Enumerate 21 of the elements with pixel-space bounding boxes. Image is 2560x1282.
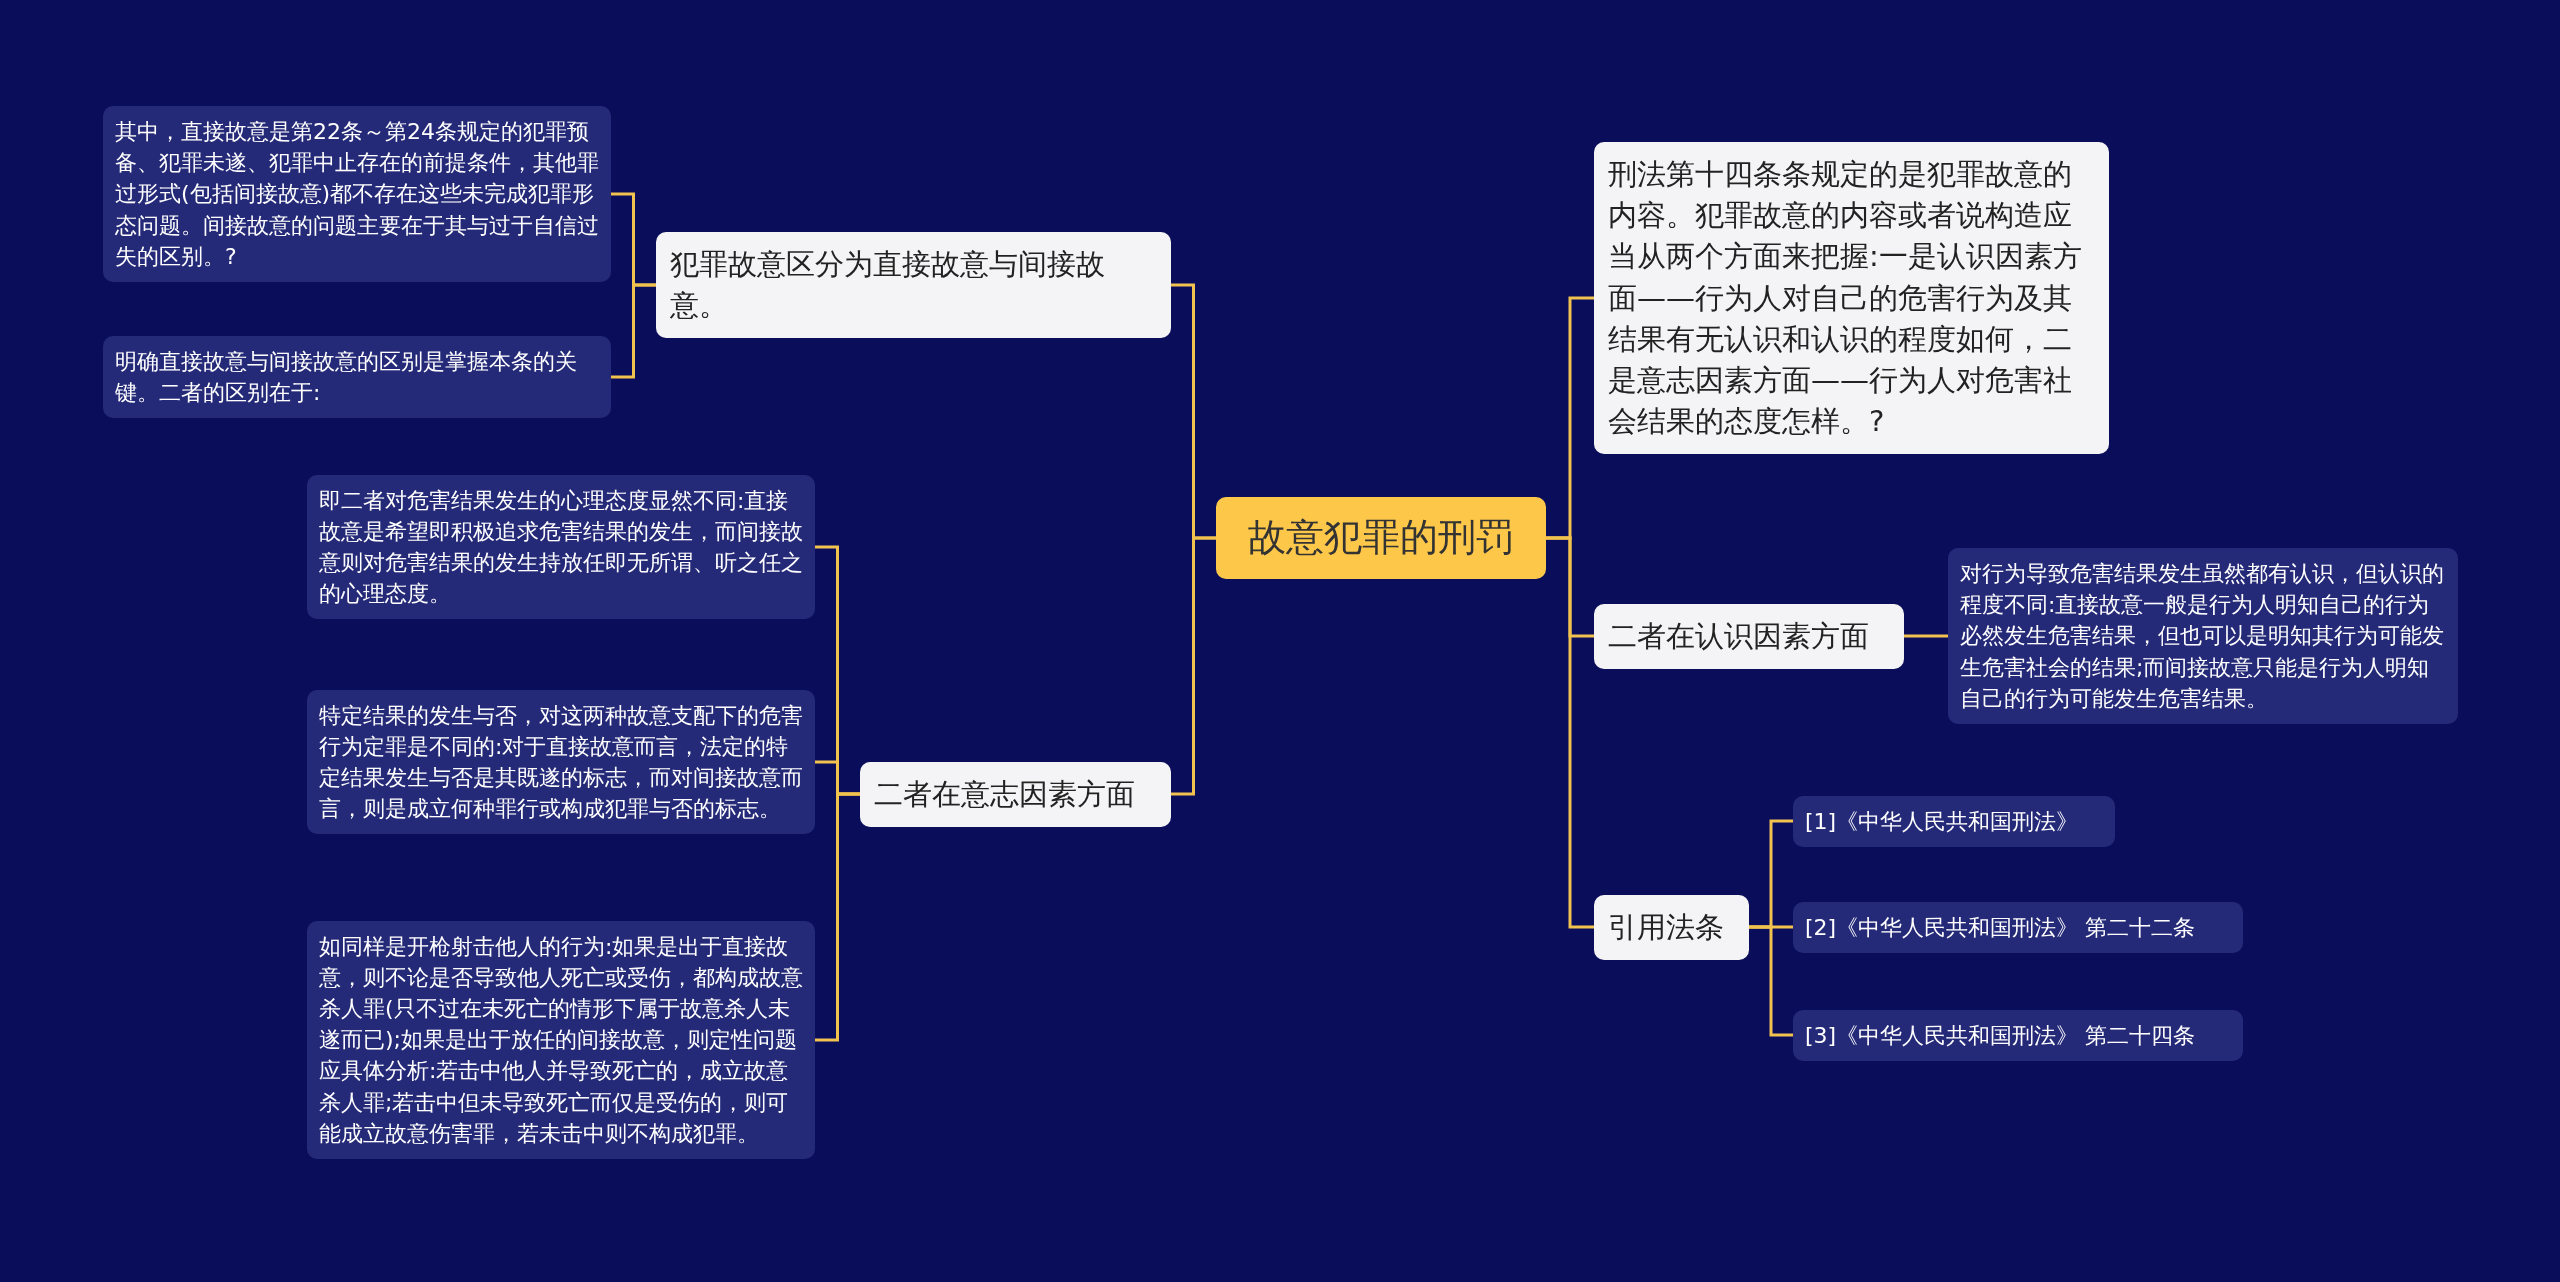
connector-line bbox=[1904, 634, 1948, 638]
topic-box: 引用法条 bbox=[1594, 894, 1749, 960]
note-box: 其中，直接故意是第22条～第24条规定的犯罪预备、犯罪未遂、犯罪中止存在的前提条件，其他罪过形式(包括间接故意)都不存在这些未完成犯罪形态问题。间接故意的问题主要在于其与过于自信过失的区别。? bbox=[103, 106, 611, 283]
topic-box: 二者在意志因素方面 bbox=[860, 761, 1171, 827]
note-box: 特定结果的发生与否，对这两种故意支配下的危害行为定罪是不同的:对于直接故意而言，法定的特定结果发生与否是其既遂的标志，而对间接故意而言，则是成立何种罪行或构成犯罪与否的标志。 bbox=[307, 689, 815, 835]
note-box: [3]《中华人民共和国刑法》 第二十四条 bbox=[1793, 1009, 2243, 1061]
note-box: [2]《中华人民共和国刑法》 第二十二条 bbox=[1793, 901, 2243, 953]
connector-line bbox=[1749, 925, 1793, 1037]
note-box: [1]《中华人民共和国刑法》 bbox=[1793, 795, 2115, 847]
connector-line bbox=[1546, 536, 1594, 929]
topic-box: 犯罪故意区分为直接故意与间接故意。 bbox=[656, 232, 1171, 339]
note-box: 对行为导致危害结果发生虽然都有认识，但认识的程度不同:直接故意一般是行为人明知自己的行为必然发生危害结果，但也可以是明知其行为可能发生危害社会的结果;而间接故意只能是行为人明知自己的行为可能发生危害结果。 bbox=[1948, 548, 2458, 725]
note-box: 明确直接故意与间接故意的区别是掌握本条的关键。二者的区别在于: bbox=[103, 336, 611, 419]
note-box: 即二者对危害结果发生的心理态度显然不同:直接故意是希望即积极追求危害结果的发生，而间接故意则对危害结果的发生持放任即无所谓、听之任之的心理态度。 bbox=[307, 474, 815, 620]
connector-line bbox=[1171, 536, 1216, 796]
root-topic: 故意犯罪的刑罚 bbox=[1216, 497, 1546, 579]
connector-line bbox=[815, 792, 860, 1042]
topic-box: 刑法第十四条条规定的是犯罪故意的内容。犯罪故意的内容或者说构造应当从两个方面来把握:一是认识因素方面——行为人对自己的危害行为及其结果有无认识和认识的程度如何，二是意志因素方面——行为人对危害社会结果的态度怎样。? bbox=[1594, 142, 2109, 455]
connector-line bbox=[611, 283, 656, 379]
note-box: 如同样是开枪射击他人的行为:如果是出于直接故意，则不论是否导致他人死亡或受伤，都构成故意杀人罪(只不过在未死亡的情形下属于故意杀人未遂而已);如果是出于放任的间接故意，则定性问题应具体分析:若击中他人并导致死亡的，成立故意杀人罪;若击中但未导致死亡而仅是受伤的，则可能成立故意伤害罪，若未击中则不构成犯罪。 bbox=[307, 920, 815, 1160]
topic-box: 二者在认识因素方面 bbox=[1594, 603, 1904, 669]
